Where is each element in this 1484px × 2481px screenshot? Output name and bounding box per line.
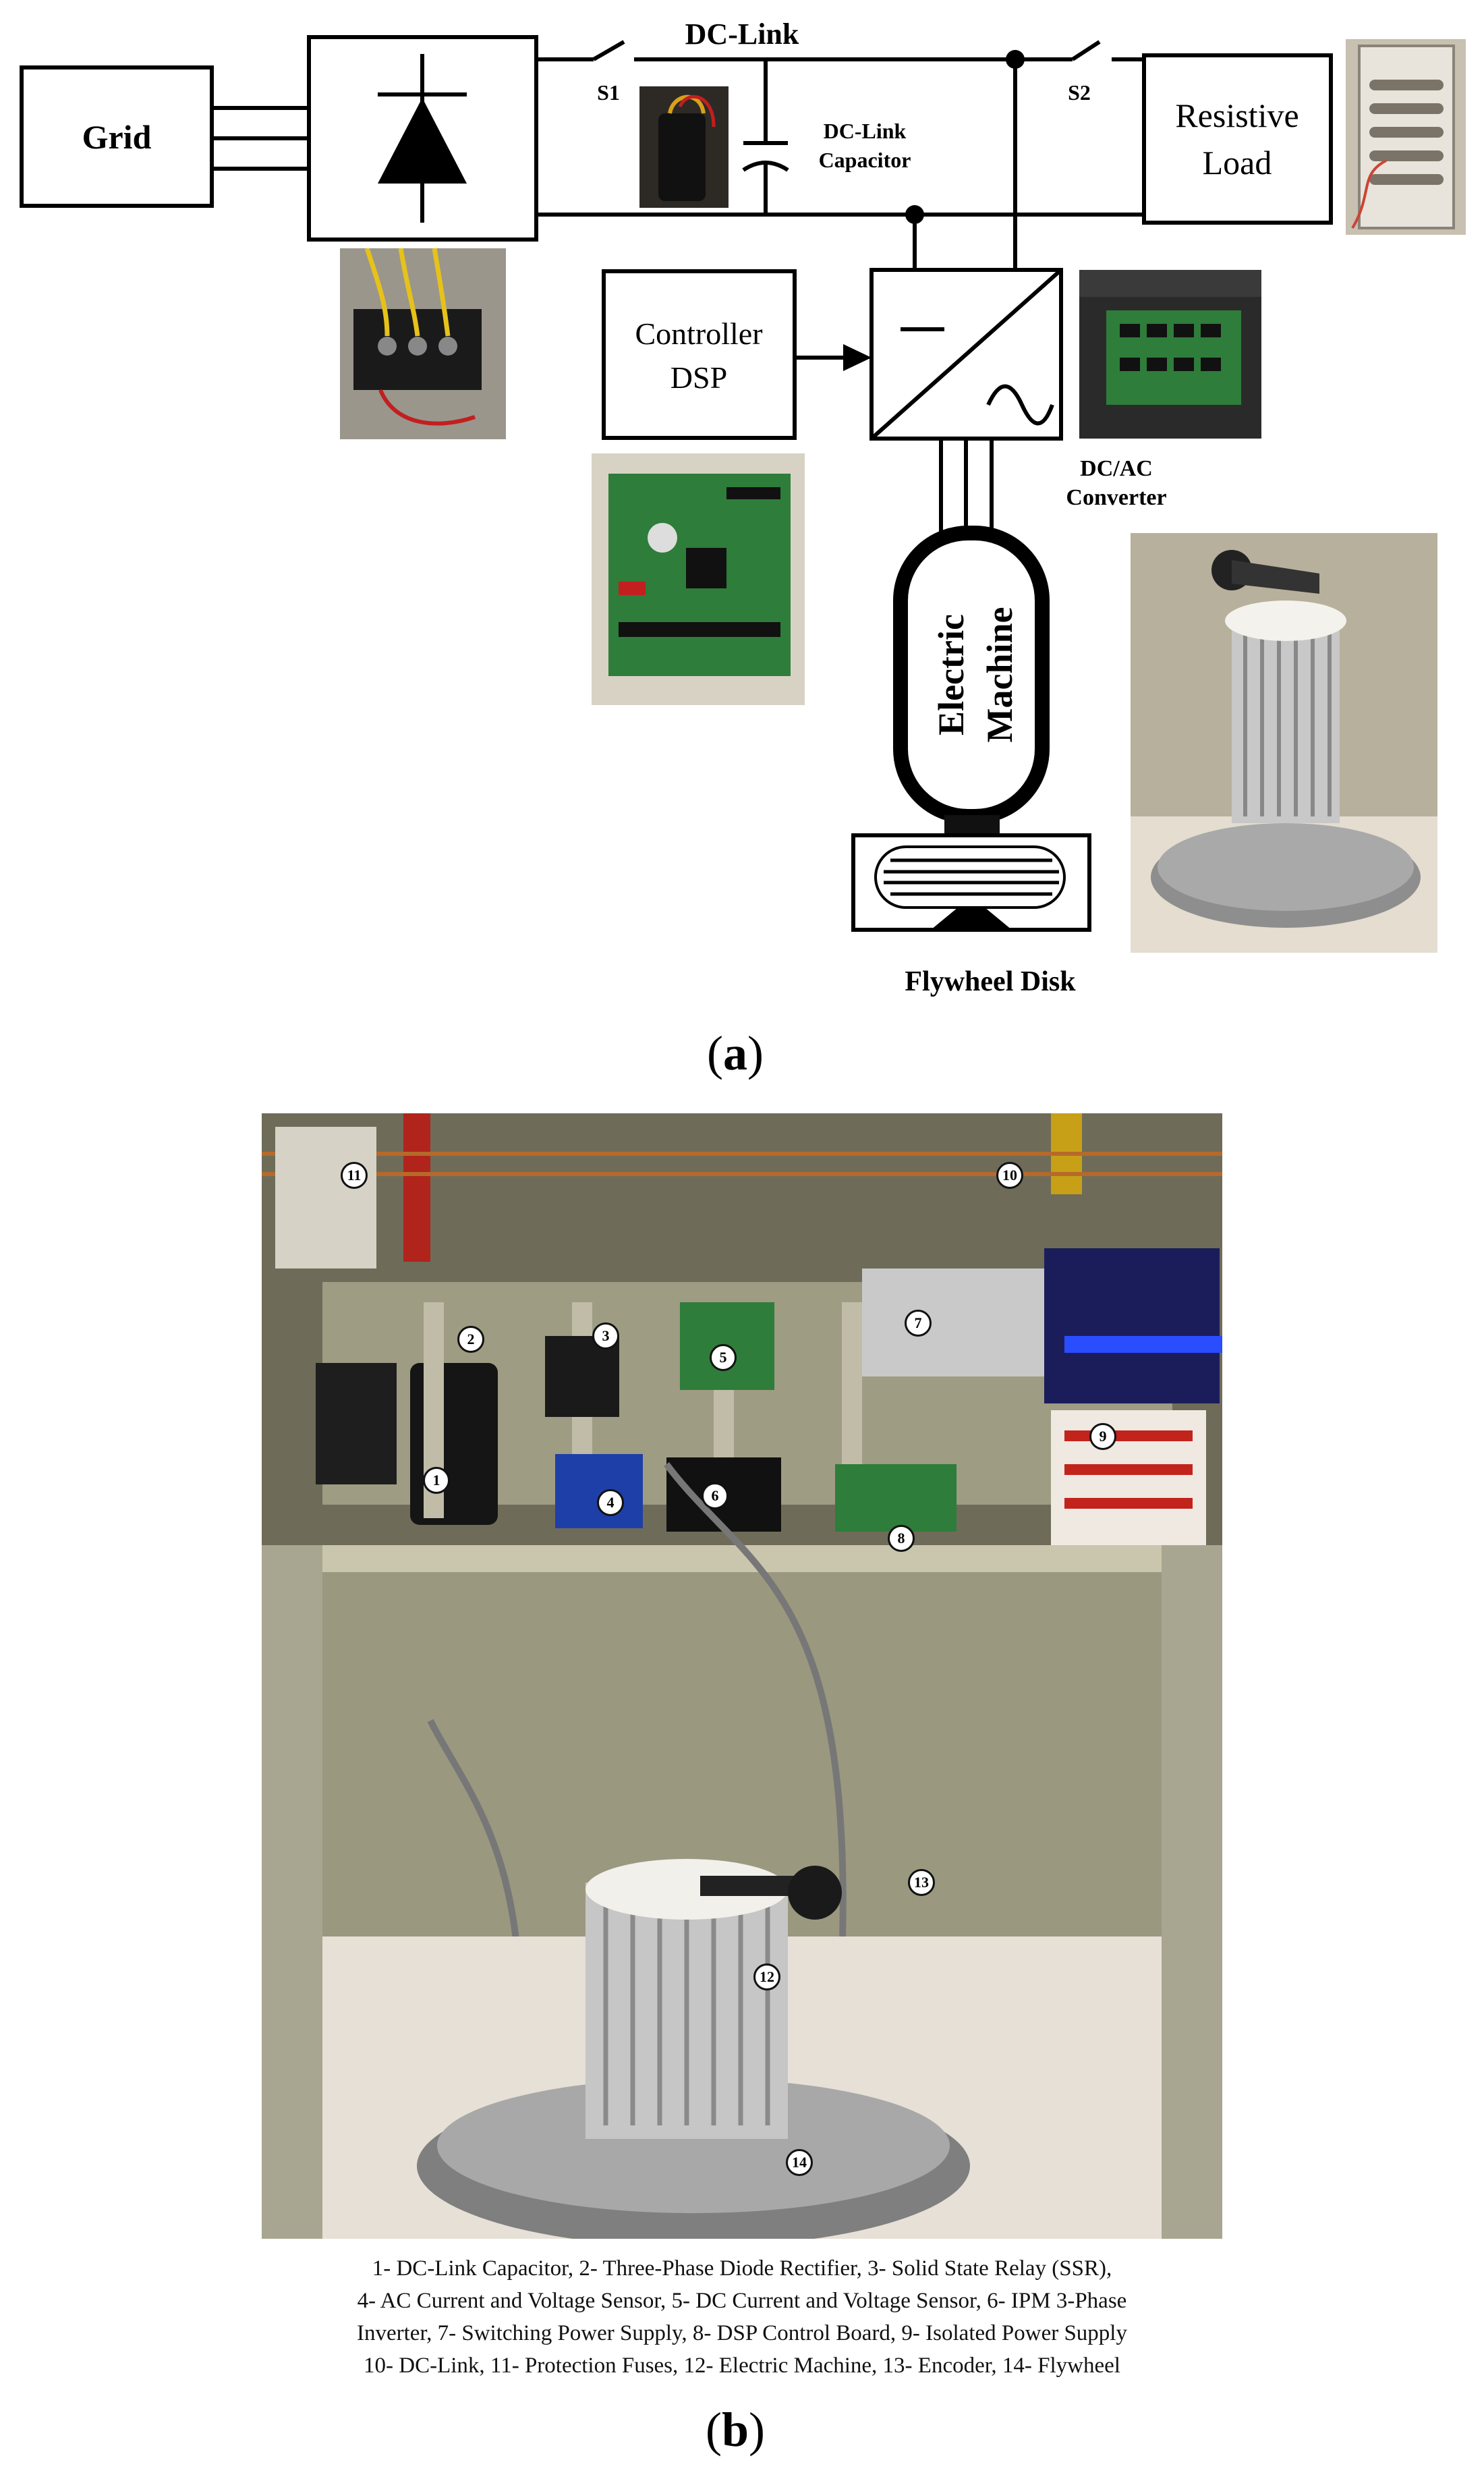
- grid-label: Grid: [82, 118, 152, 156]
- capacitor-photo: [639, 86, 729, 208]
- dc-link-label: DC-Link: [685, 18, 799, 51]
- electric-machine-block: [893, 526, 1050, 824]
- caption-line-1: 1- DC-Link Capacitor, 2- Three-Phase Dio…: [372, 2256, 1112, 2281]
- resistive-load-block: [1142, 53, 1333, 225]
- callout-badge-3: 3: [592, 1322, 619, 1349]
- machine-shaft: [944, 815, 1000, 835]
- callout-badge-6: 6: [702, 1482, 729, 1509]
- resistive-load-label-1: Resistive: [1175, 96, 1298, 134]
- callout-badge-8: 8: [888, 1525, 915, 1552]
- grid-three-phase-lines: [212, 106, 309, 171]
- callout-badge-4: 4: [597, 1489, 624, 1516]
- dc-link-top-bus: [536, 40, 1144, 61]
- flywheel-machine-photo: [1131, 533, 1437, 953]
- converter-label-1: DC/AC: [1080, 456, 1153, 481]
- flywheel-disk-icon: [851, 833, 1091, 932]
- callout-badge-14: 14: [786, 2149, 813, 2176]
- resistive-load-photo: [1346, 39, 1466, 235]
- dc-ac-symbol-icon: [870, 268, 1062, 441]
- component-legend-caption: 1- DC-Link Capacitor, 2- Three-Phase Dio…: [256, 2252, 1228, 2382]
- junction-dot-bottom: [905, 205, 924, 224]
- capacitor-label-2: Capacitor: [819, 148, 911, 172]
- callout-badge-7: 7: [905, 1310, 932, 1337]
- caption-line-4: 10- DC-Link, 11- Protection Fuses, 12- E…: [364, 2353, 1120, 2378]
- callout-badge-12: 12: [753, 1963, 780, 1990]
- junction-dot-top: [1006, 50, 1025, 69]
- dsp-board-photo: [592, 453, 805, 705]
- controller-label-2: DSP: [670, 360, 727, 395]
- callout-badge-9: 9: [1089, 1423, 1116, 1450]
- subfigure-a-label: (a): [707, 1026, 764, 1080]
- caption-line-2: 4- AC Current and Voltage Sensor, 5- DC …: [357, 2289, 1127, 2313]
- resistive-load-label-2: Load: [1203, 144, 1272, 182]
- callout-badge-1: 1: [423, 1467, 450, 1494]
- converter-photo: [1079, 270, 1261, 439]
- machine-label-1: Electric: [931, 614, 971, 735]
- diode-icon: [378, 54, 467, 223]
- grid-block: [20, 65, 214, 208]
- s2-label: S2: [1068, 80, 1091, 105]
- converter-label-2: Converter: [1066, 485, 1166, 510]
- test-bench-photo: [262, 1113, 1222, 2239]
- callout-badge-13: 13: [908, 1869, 935, 1896]
- flywheel-label: Flywheel Disk: [905, 966, 1076, 997]
- controller-label-1: Controller: [635, 316, 762, 351]
- rectifier-photo: [340, 248, 506, 439]
- machine-three-phase-lines: [939, 439, 994, 533]
- machine-label-2: Machine: [979, 607, 1020, 743]
- controller-dsp-block: [602, 269, 797, 440]
- s1-label: S1: [597, 80, 620, 105]
- subfigure-b-label: (b): [705, 2403, 765, 2457]
- caption-line-3: Inverter, 7- Switching Power Supply, 8- …: [357, 2321, 1127, 2345]
- capacitor-label-1: DC-Link: [824, 119, 907, 143]
- block-diagram: Grid DC-Link S1 S2 DC-Link Capacitor Res…: [20, 18, 1333, 997]
- callout-badge-10: 10: [996, 1162, 1023, 1189]
- callout-badge-5: 5: [710, 1344, 737, 1371]
- callout-badge-11: 11: [341, 1162, 368, 1189]
- callout-badge-2: 2: [457, 1326, 484, 1353]
